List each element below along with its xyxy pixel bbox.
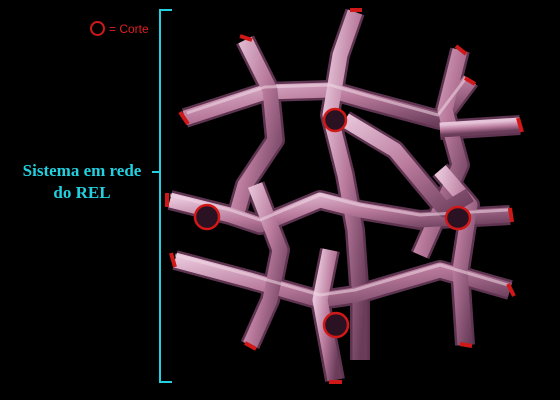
- system-label-line1: Sistema em rede: [22, 161, 142, 180]
- legend: = Corte: [90, 21, 149, 36]
- cut-marker: [322, 311, 350, 339]
- bracket: [152, 9, 172, 383]
- system-label: Sistema em rede do REL: [8, 160, 156, 204]
- cut-markers: [193, 107, 472, 339]
- lattice-rods: [165, 8, 524, 384]
- cut-marker: [193, 203, 221, 231]
- cut-marker: [322, 107, 348, 133]
- legend-label: = Corte: [109, 21, 149, 36]
- red-circle-icon: [90, 21, 105, 36]
- cut-marker: [444, 205, 472, 231]
- system-label-line2: do REL: [53, 183, 111, 202]
